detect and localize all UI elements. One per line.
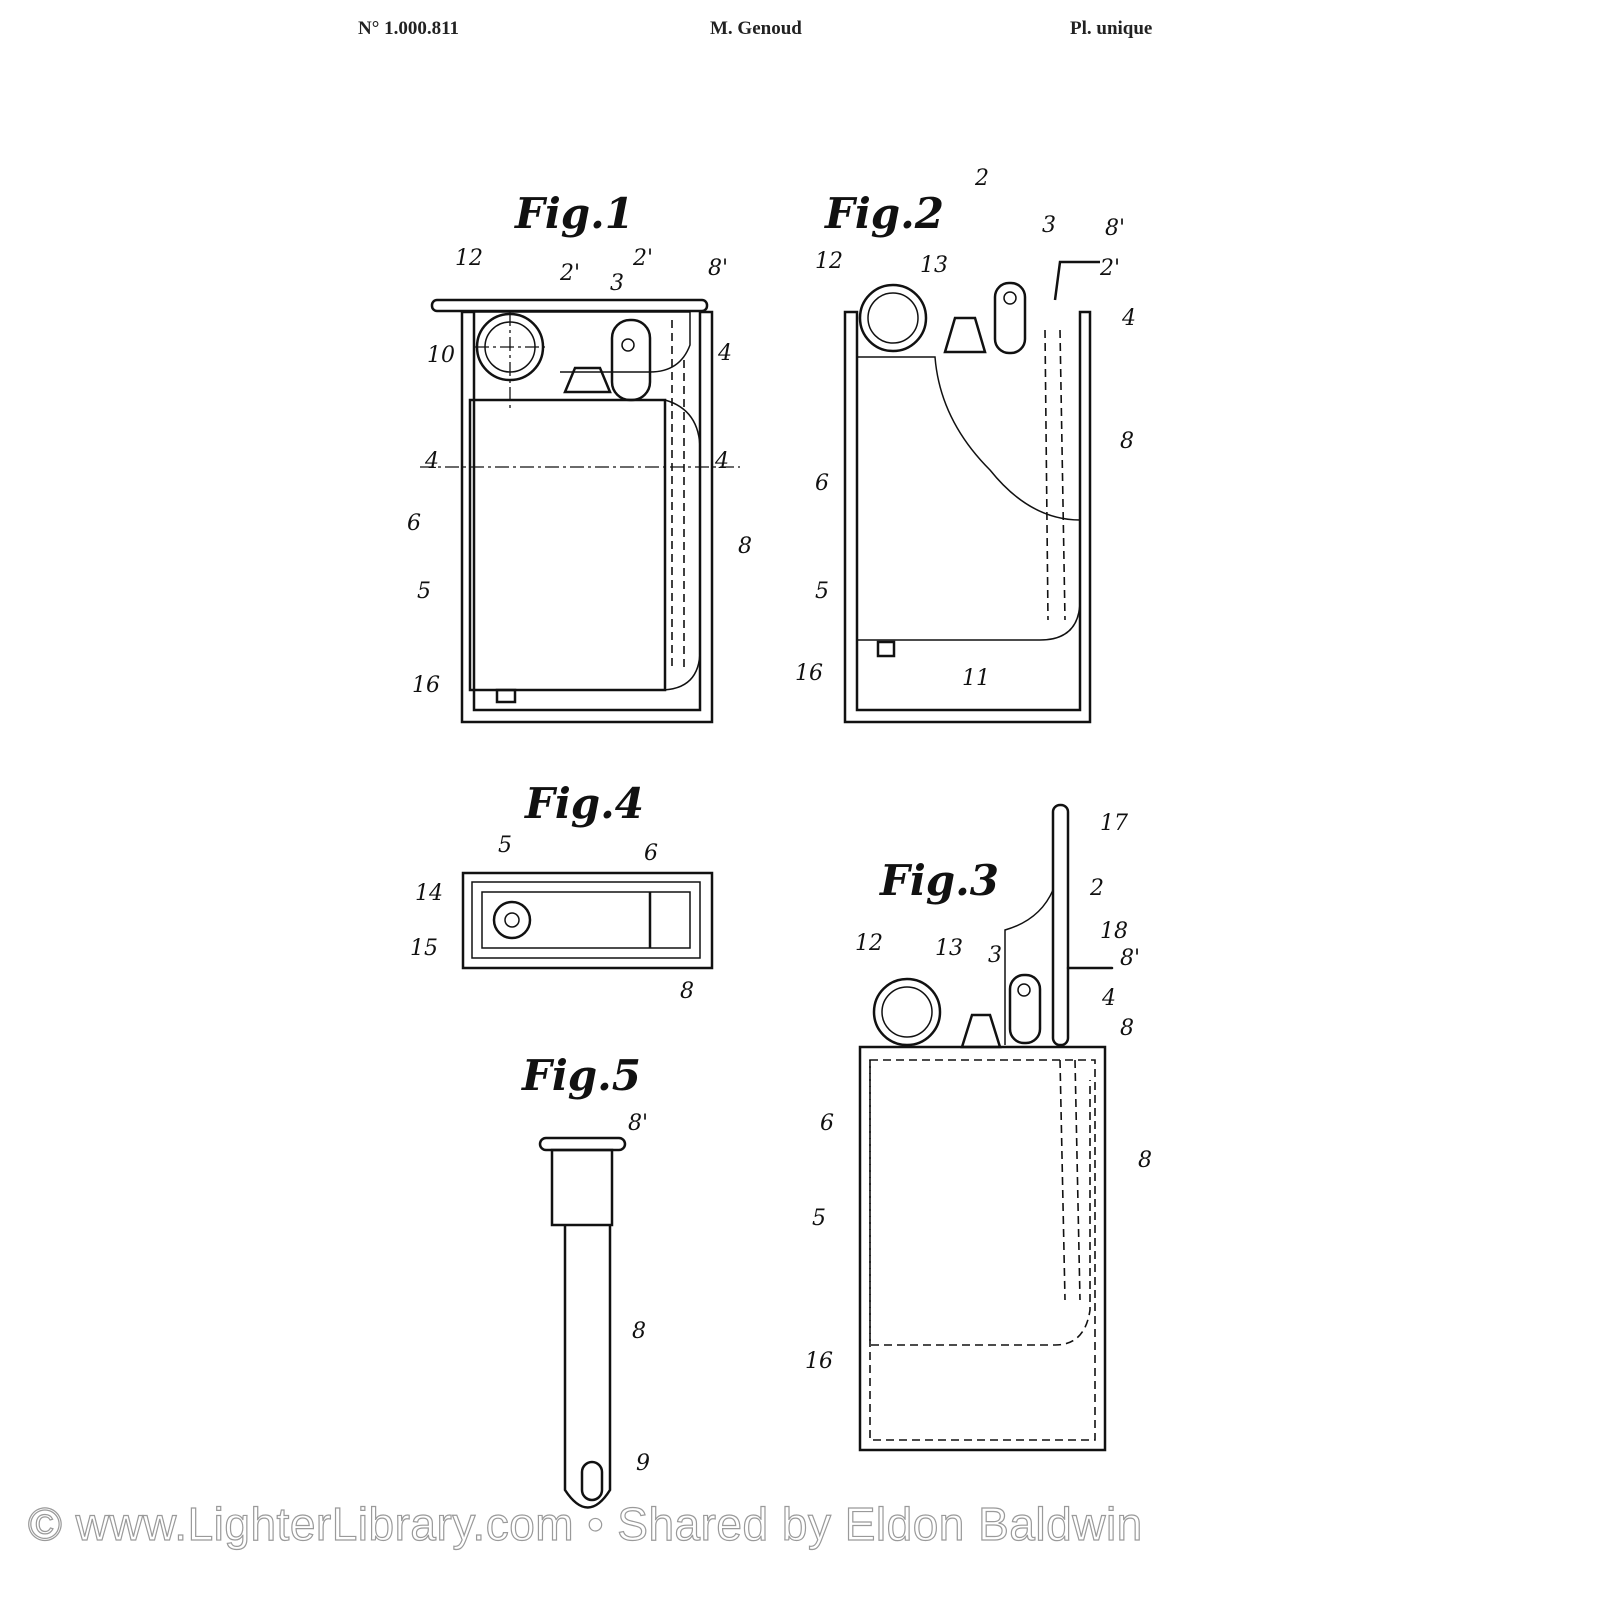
callout-label: 9 (636, 1451, 650, 1476)
callout-label: 10 (427, 343, 455, 368)
callout-label: 18 (1100, 919, 1128, 944)
callout-label: 8 (632, 1319, 646, 1344)
callout-label: 6 (820, 1111, 834, 1136)
callout-label: 6 (815, 471, 829, 496)
fig3-title: Fig.3 (879, 856, 999, 905)
callout-label: 3 (988, 943, 1002, 968)
figure-3: Fig.3 17 2 18 12 13 3 8' 4 8 6 8 5 16 (805, 803, 1152, 1452)
fig2-callouts: 2 3 8' 12 13 2' 4 8 6 5 16 11 (795, 166, 1136, 691)
callout-label: 12 (455, 246, 483, 271)
patent-number: N° 1.000.811 (358, 18, 460, 39)
inventor-name: M. Genoud (710, 18, 802, 39)
callout-label: 2' (559, 261, 580, 286)
callout-label: 6 (407, 511, 421, 536)
callout-label: 5 (815, 579, 829, 604)
fig1-title: Fig.1 (514, 189, 634, 238)
fig5-callouts: 8' 8 9 (628, 1111, 650, 1476)
callout-label: 4 (1101, 986, 1116, 1011)
figure-4: Fig.4 5 6 14 15 8 (410, 779, 714, 1004)
callout-label: 8 (680, 979, 694, 1004)
callout-label: 12 (855, 931, 883, 956)
callout-label: 2 (1089, 876, 1104, 901)
callout-label: 5 (498, 833, 512, 858)
callout-label: 2' (1099, 256, 1120, 281)
callout-label: 16 (412, 673, 440, 698)
fig5-title: Fig.5 (521, 1051, 641, 1100)
callout-label: 8 (738, 534, 752, 559)
callout-label: 13 (935, 936, 963, 961)
callout-label: 2 (974, 166, 989, 191)
callout-label: 4 (424, 449, 439, 474)
callout-label: 12 (815, 249, 843, 274)
fig4-title: Fig.4 (524, 779, 644, 828)
callout-label: 8 (1138, 1148, 1152, 1173)
fig2-title: Fig.2 (824, 189, 944, 238)
callout-label: 4 (714, 449, 729, 474)
callout-label: 11 (962, 666, 990, 691)
callout-label: 16 (795, 661, 823, 686)
callout-label: 13 (920, 253, 948, 278)
callout-label: 14 (415, 881, 443, 906)
callout-label: 16 (805, 1349, 833, 1374)
figure-5: Fig.5 8' 8 9 (521, 1051, 650, 1509)
callout-label: 3 (1042, 213, 1056, 238)
fig4-callouts: 5 6 14 15 8 (410, 833, 694, 1004)
watermark: © www.LighterLibrary.com • Shared by Eld… (27, 1497, 1143, 1550)
callout-label: 15 (410, 936, 438, 961)
callout-label: 8 (1120, 429, 1134, 454)
plate-label: Pl. unique (1070, 18, 1153, 39)
fig3-callouts: 17 2 18 12 13 3 8' 4 8 6 8 5 16 (805, 811, 1152, 1374)
callout-label: 8' (628, 1111, 648, 1136)
callout-label: 4 (717, 341, 732, 366)
callout-label: 8 (1120, 1016, 1134, 1041)
figure-2: Fig.2 2 3 8' 12 13 2' 4 8 6 5 16 11 (795, 118, 1136, 724)
callout-label: 2' (632, 246, 653, 271)
callout-label: 4 (1121, 306, 1136, 331)
callout-label: 3 (610, 271, 624, 296)
callout-label: 8' (1105, 216, 1125, 241)
callout-label: 8' (1120, 946, 1140, 971)
fig1-callouts: 12 2' 2' 8' 3 4 10 4 4 6 5 8 16 (407, 246, 752, 698)
callout-label: 17 (1100, 811, 1128, 836)
callout-label: 5 (812, 1206, 826, 1231)
callout-label: 6 (644, 841, 658, 866)
callout-label: 5 (417, 579, 431, 604)
figure-1: Fig.1 12 2' 2' 8' 3 4 10 4 4 6 5 8 16 (407, 189, 752, 724)
callout-label: 8' (708, 256, 728, 281)
